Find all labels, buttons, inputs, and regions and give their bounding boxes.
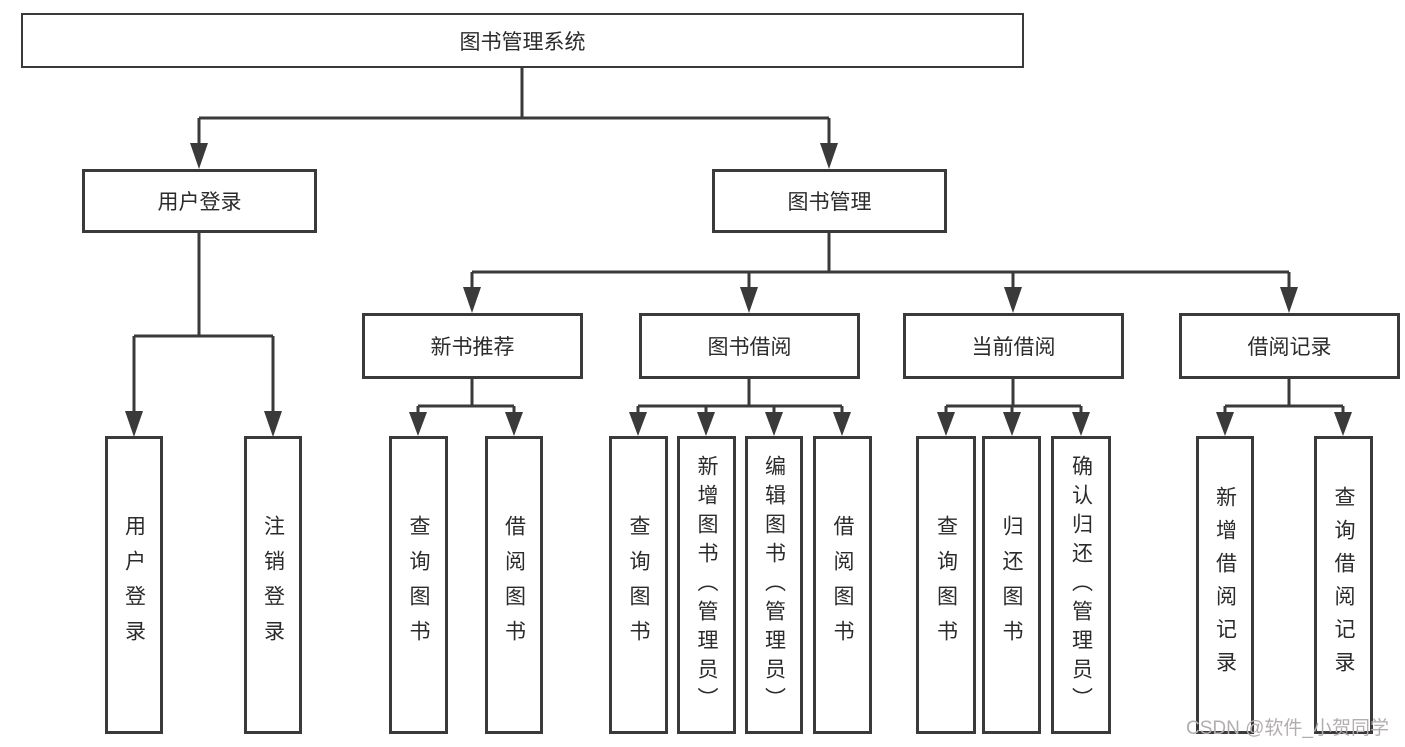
csdn-watermark: CSDN @软件_小贺同学 xyxy=(1186,718,1389,739)
node-current-borrowing: 当前借阅 xyxy=(903,313,1124,379)
leaf-query-books-borrow: 查询图书 xyxy=(609,436,668,734)
leaf-logout-login: 注销登录 xyxy=(244,436,302,734)
leaf-add-borrow-record: 新增借阅记录 xyxy=(1196,436,1254,734)
node-book-borrowing: 图书借阅 xyxy=(639,313,860,379)
node-book-management: 图书管理 xyxy=(712,169,947,233)
leaf-confirm-return-admin: 确认归还（管理员） xyxy=(1051,436,1111,734)
leaf-borrow-books-recommend: 借阅图书 xyxy=(485,436,543,734)
node-new-book-recommendation-label: 新书推荐 xyxy=(430,336,515,359)
node-borrowing-records-label: 借阅记录 xyxy=(1247,336,1332,359)
node-user-login: 用户登录 xyxy=(82,169,317,233)
leaf-query-books-recommend: 查询图书 xyxy=(389,436,448,734)
node-root: 图书管理系统 xyxy=(21,13,1024,68)
leaf-borrow-books-borrow: 借阅图书 xyxy=(813,436,872,734)
node-current-borrowing-label: 当前借阅 xyxy=(971,336,1056,359)
leaf-query-books-current: 查询图书 xyxy=(916,436,976,734)
node-root-label: 图书管理系统 xyxy=(459,30,586,54)
node-new-book-recommendation: 新书推荐 xyxy=(362,313,583,379)
node-book-borrowing-label: 图书借阅 xyxy=(707,336,792,359)
leaf-query-borrow-record: 查询借阅记录 xyxy=(1314,436,1373,734)
node-user-login-label: 用户登录 xyxy=(157,191,242,214)
leaf-edit-books-admin: 编辑图书（管理员） xyxy=(745,436,803,734)
node-borrowing-records: 借阅记录 xyxy=(1179,313,1400,379)
node-book-management-label: 图书管理 xyxy=(787,191,872,214)
leaf-user-login: 用户登录 xyxy=(105,436,163,734)
leaf-add-books-admin: 新增图书（管理员） xyxy=(677,436,736,734)
leaf-return-books: 归还图书 xyxy=(982,436,1041,734)
